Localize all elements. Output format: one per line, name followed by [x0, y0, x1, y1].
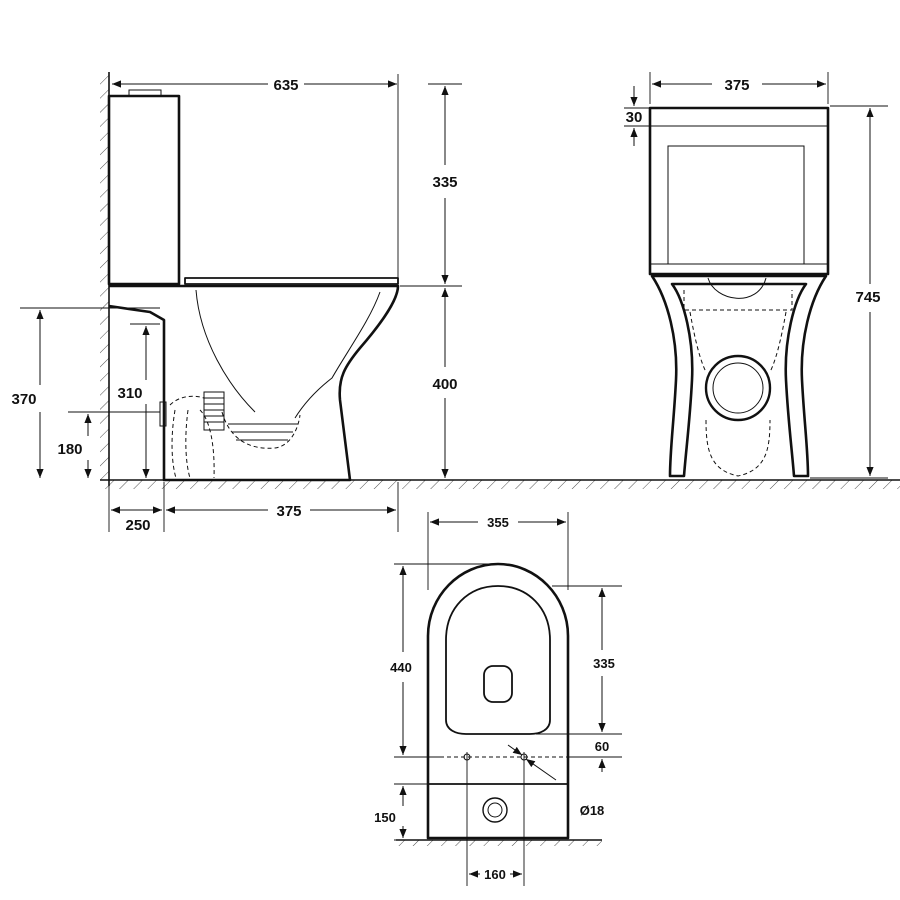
side-wall-flange: [159, 401, 167, 427]
front-pedestal: [650, 274, 828, 478]
flush-button: [128, 89, 162, 97]
dim-180: 180: [57, 441, 82, 458]
floor-hatch: [100, 480, 900, 489]
dim-310: 310: [117, 385, 142, 402]
dim-150: 150: [374, 810, 396, 825]
top-bowl-outline: [426, 562, 570, 840]
side-bowl-body: [108, 284, 400, 482]
dim-355: 355: [487, 515, 509, 530]
top-outlet-ring: [482, 797, 508, 823]
dim-160: 160: [484, 867, 506, 882]
dim-370: 370: [11, 391, 36, 408]
side-inlet-ribs: [204, 397, 224, 423]
dim-375-side: 375: [276, 503, 301, 520]
wall-hatch: [100, 72, 109, 484]
dim-335-side: 335: [432, 174, 457, 191]
dim-440: 440: [390, 660, 412, 675]
dim-30: 30: [626, 109, 643, 126]
top-view: 355 440 335 60 Ø18 150 160: [374, 512, 622, 886]
front-view: 375 30 745: [624, 72, 888, 479]
front-cistern: [648, 106, 830, 276]
dim-250: 250: [125, 517, 150, 534]
side-inlet-coupling: [203, 391, 225, 431]
side-view: 635 335 400 370 310 180 250 375: [11, 72, 900, 534]
top-bowl-opening: [483, 665, 513, 703]
dim-60: 60: [595, 739, 609, 754]
dim-335-top: 335: [593, 656, 615, 671]
front-inner-dash: [683, 290, 793, 477]
front-outlet-inner: [712, 362, 764, 414]
front-cistern-inner: [667, 145, 805, 265]
dim-745: 745: [855, 289, 880, 306]
dim-400: 400: [432, 376, 457, 393]
side-seat-lid: [184, 277, 399, 285]
top-seat: [445, 585, 551, 735]
side-outlet-dash: [169, 395, 205, 406]
dim-375-front: 375: [724, 77, 749, 94]
front-outlet-ring: [704, 354, 772, 422]
side-inner-bowl: [195, 289, 381, 419]
side-cistern: [107, 94, 181, 286]
side-trap: [171, 409, 301, 479]
side-water-lines: [228, 423, 298, 441]
dim-diameter-18: Ø18: [580, 803, 605, 818]
dim-635: 635: [273, 77, 298, 94]
front-seat-curve: [707, 277, 767, 299]
